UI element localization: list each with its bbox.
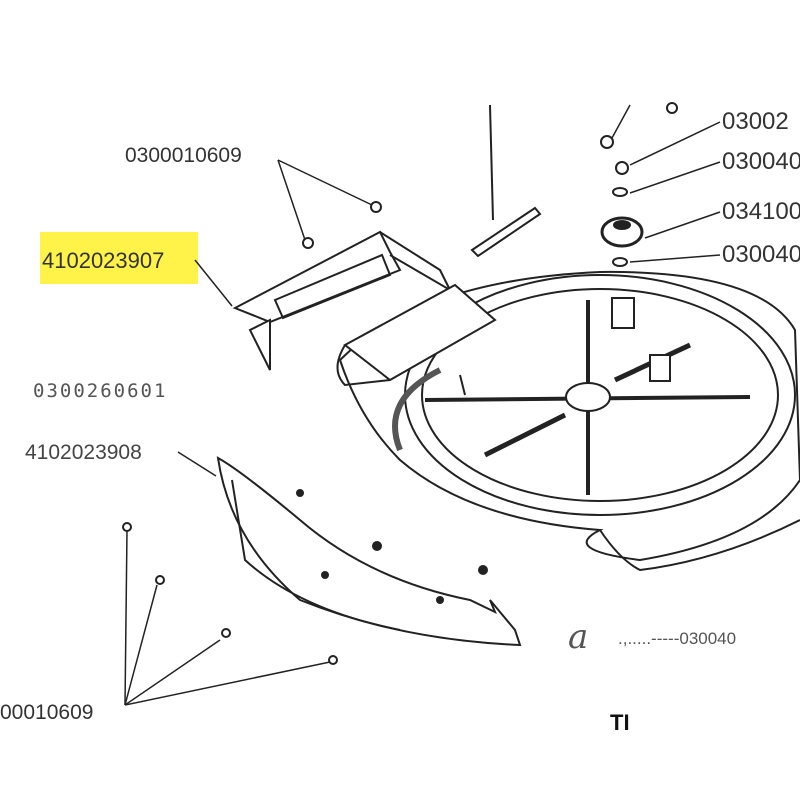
label-right-1: 03002 [722, 108, 789, 135]
rod [470, 104, 542, 258]
label-right-3: 034100 [722, 198, 800, 225]
annotation-ref: .,.....-----030040 [618, 629, 737, 648]
label-right-4: 030040 [722, 241, 800, 268]
bracket-4102023907 [232, 230, 497, 396]
label-bolt-top: 0300010609 [125, 144, 242, 167]
label-bolt-bottom: 00010609 [0, 701, 94, 724]
leader-lines [124, 104, 721, 706]
label-right-2: 030040 [722, 148, 800, 175]
annotation-letter: a [568, 617, 589, 657]
label-guard: 4102023908 [25, 441, 142, 464]
label-part-mid: 0300260601 [33, 380, 168, 402]
guard-4102023908 [216, 456, 522, 647]
label-bracket-highlighted: 4102023907 [42, 248, 165, 273]
highlight-marker [40, 232, 198, 284]
hardware [122, 102, 678, 665]
bottom-text-fragment: TI [610, 710, 630, 735]
